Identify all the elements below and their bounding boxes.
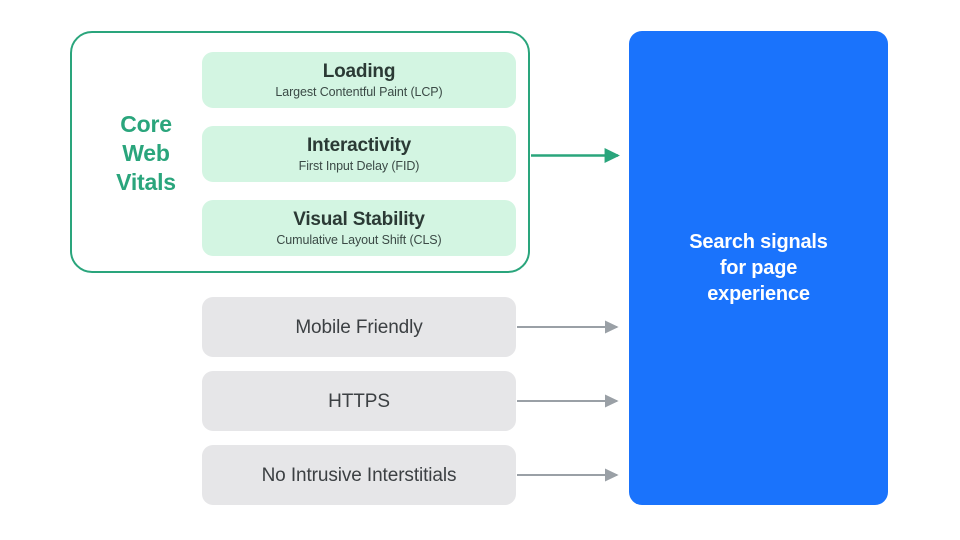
metric-title-visual-stability: Visual Stability (293, 208, 425, 230)
result-line-3: experience (707, 283, 810, 305)
metric-card-loading[interactable]: Loading Largest Contentful Paint (LCP) (202, 52, 516, 108)
signal-label-no-intrusive-interstitials: No Intrusive Interstitials (261, 464, 457, 486)
metric-subtitle-interactivity: First Input Delay (FID) (298, 158, 420, 173)
signal-card-mobile-friendly[interactable]: Mobile Friendly (202, 297, 516, 357)
metric-title-interactivity: Interactivity (306, 134, 412, 156)
core-web-vitals-label: Core Web Vitals (98, 110, 194, 197)
signal-label-mobile-friendly: Mobile Friendly (295, 316, 423, 338)
metric-subtitle-loading: Largest Contentful Paint (LCP) (275, 84, 443, 99)
signal-card-no-intrusive-interstitials[interactable]: No Intrusive Interstitials (202, 445, 516, 505)
search-signals-result-text: Search signals for page experience (671, 229, 845, 307)
signal-card-https[interactable]: HTTPS (202, 371, 516, 431)
search-signals-result-box: Search signals for page experience (629, 31, 888, 505)
core-web-vitals-label-line-3: Vitals (116, 169, 176, 195)
metric-card-visual-stability[interactable]: Visual Stability Cumulative Layout Shift… (202, 200, 516, 256)
metric-subtitle-visual-stability: Cumulative Layout Shift (CLS) (276, 232, 442, 247)
core-web-vitals-label-line-2: Web (122, 140, 170, 166)
metric-title-loading: Loading (322, 60, 396, 82)
core-web-vitals-group (70, 31, 530, 273)
signal-label-https: HTTPS (328, 390, 390, 412)
result-line-2: for page (719, 257, 798, 279)
core-web-vitals-label-line-1: Core (120, 111, 172, 137)
metric-card-interactivity[interactable]: Interactivity First Input Delay (FID) (202, 126, 516, 182)
result-line-1: Search signals (689, 231, 828, 253)
